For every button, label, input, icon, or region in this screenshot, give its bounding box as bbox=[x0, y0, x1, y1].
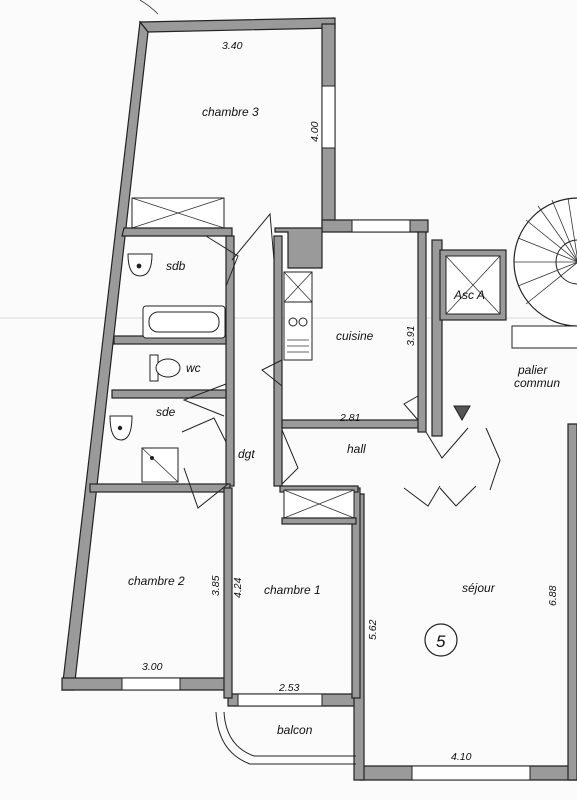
entrance-arrow-icon bbox=[453, 405, 471, 422]
dim-sejour-depth-right: 6.88 bbox=[547, 585, 559, 606]
chambre3-bottom-wall bbox=[121, 227, 233, 237]
toilet-icon bbox=[155, 358, 181, 378]
scan-curve bbox=[139, 0, 159, 15]
dim-sejour-depth-left: 5.62 bbox=[367, 619, 379, 640]
lot-number-circle bbox=[424, 623, 458, 657]
dim-chambre1-width: 2.53 bbox=[278, 682, 300, 694]
kitchen-fixtures bbox=[283, 271, 313, 361]
lot-number: 5 bbox=[436, 632, 446, 651]
door-swings bbox=[181, 212, 501, 509]
label-chambre1: chambre 1 bbox=[264, 583, 321, 597]
label-hall: hall bbox=[347, 442, 366, 456]
dim-chambre3-width: 3.40 bbox=[222, 40, 243, 52]
label-palier-1: palier bbox=[517, 363, 548, 377]
dim-chambre3-depth: 4.00 bbox=[309, 121, 321, 142]
label-palier-2: commun bbox=[514, 376, 560, 390]
elevator bbox=[439, 249, 507, 321]
label-asc: Asc A bbox=[453, 288, 485, 302]
label-dgt: dgt bbox=[238, 447, 255, 461]
sdb-fixtures bbox=[127, 253, 226, 339]
staircase-icon bbox=[511, 197, 577, 349]
label-sejour: séjour bbox=[462, 581, 496, 595]
corridor-closet bbox=[281, 489, 357, 525]
dim-chambre2-width: 3.00 bbox=[142, 661, 163, 673]
dim-sejour-width: 4.10 bbox=[451, 751, 472, 763]
label-wc: wc bbox=[186, 361, 201, 375]
dim-chambre1-depth: 4.24 bbox=[232, 577, 244, 598]
dim-chambre2-depth: 3.85 bbox=[210, 575, 222, 596]
interior-walls bbox=[89, 227, 443, 699]
label-balcon: balcon bbox=[277, 723, 313, 737]
label-cuisine: cuisine bbox=[336, 329, 374, 343]
label-chambre2: chambre 2 bbox=[128, 574, 185, 588]
wc-fixture bbox=[149, 354, 181, 382]
label-chambre3: chambre 3 bbox=[202, 105, 259, 119]
label-sdb: sdb bbox=[166, 259, 186, 273]
label-sde: sde bbox=[156, 405, 176, 419]
balcony bbox=[215, 711, 356, 765]
sde-fixtures bbox=[109, 415, 179, 483]
dim-cuisine-depth: 3.91 bbox=[405, 326, 417, 346]
chambre3-closet bbox=[131, 197, 225, 229]
chambre3-window bbox=[321, 85, 336, 149]
dim-cuisine-width: 2.81 bbox=[339, 412, 360, 424]
